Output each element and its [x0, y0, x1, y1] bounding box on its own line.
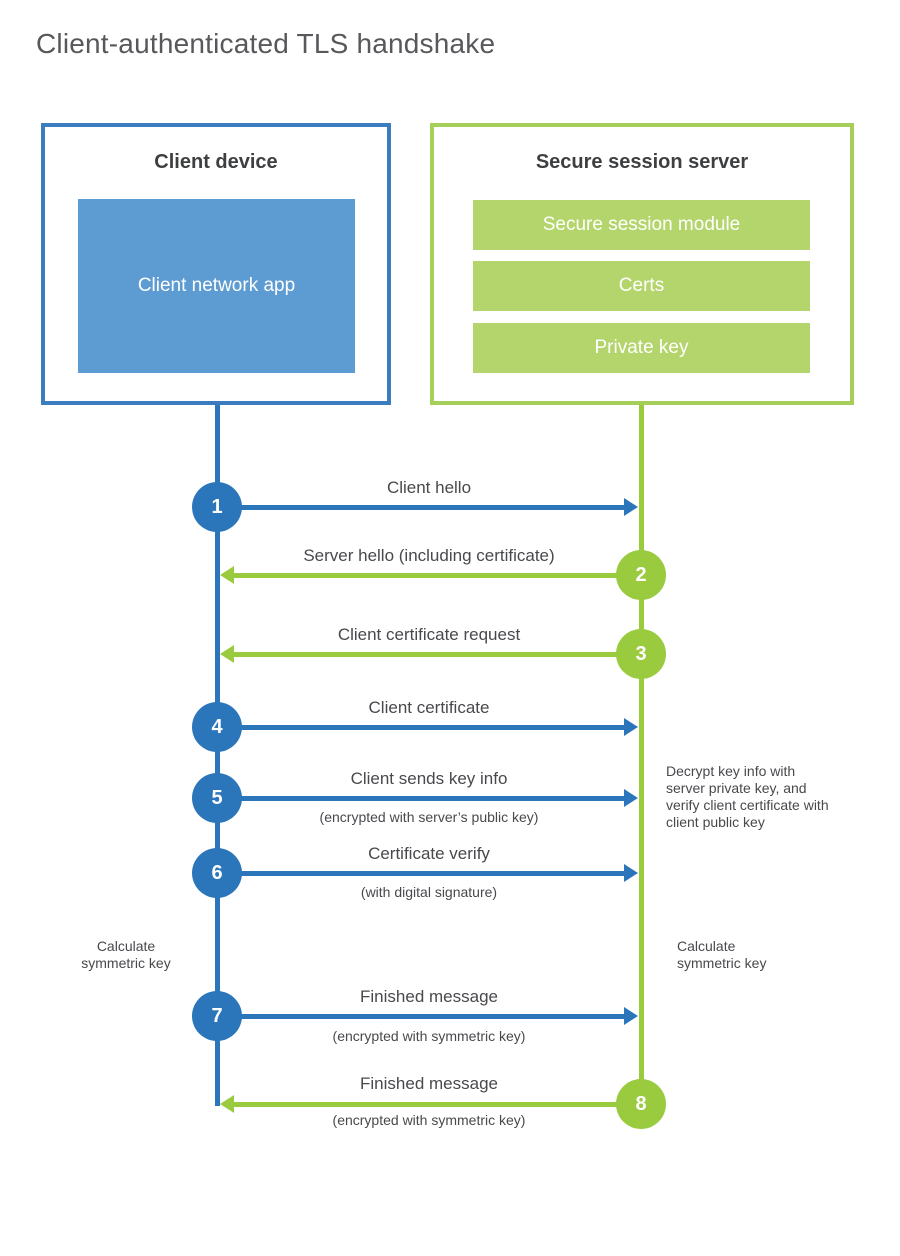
step-7-arrow	[217, 1014, 624, 1019]
client-device-title: Client device	[154, 151, 278, 173]
step-4-arrowhead-icon	[624, 718, 638, 736]
step-2-arrowhead-icon	[220, 566, 234, 584]
server-box-title: Secure session server	[535, 151, 749, 173]
step-5-arrow	[217, 796, 624, 801]
step-6-sublabel: (with digital signature)	[360, 884, 498, 900]
step-7-circle: 7	[192, 991, 242, 1041]
step-5-sublabel: (encrypted with server’s public key)	[319, 809, 539, 825]
server-lifeline	[639, 405, 644, 1104]
step-8-sublabel: (encrypted with symmetric key)	[332, 1112, 526, 1128]
step-7-arrowhead-icon	[624, 1007, 638, 1025]
step-4-arrow	[217, 725, 624, 730]
step-6-label: Certificate verify	[368, 844, 490, 863]
step-3-arrow	[234, 652, 641, 657]
step-6-arrow	[217, 871, 624, 876]
step-8-label: Finished message	[360, 1074, 498, 1093]
step-3-circle: 3	[616, 629, 666, 679]
step-6-circle: 6	[192, 848, 242, 898]
step-3-label: Client certificate request	[337, 625, 521, 644]
step-8-arrowhead-icon	[220, 1095, 234, 1113]
step-4-label: Client certificate	[368, 698, 490, 717]
server-module-secure-session: Secure session module	[473, 200, 810, 250]
step-1-arrowhead-icon	[624, 498, 638, 516]
step-2-arrow	[234, 573, 641, 578]
client-lifeline	[215, 405, 220, 1106]
note-calculate-symmetric-key-server: Calculate symmetric key	[677, 938, 767, 971]
server-module-private-key: Private key	[473, 323, 810, 373]
note-calculate-symmetric-key-client: Calculate symmetric key	[81, 938, 171, 971]
step-5-label: Client sends key info	[350, 769, 508, 788]
step-6-arrowhead-icon	[624, 864, 638, 882]
step-2-label: Server hello (including certificate)	[303, 546, 555, 565]
step-1-label: Client hello	[386, 478, 472, 497]
step-7-sublabel: (encrypted with symmetric key)	[332, 1028, 526, 1044]
step-1-arrow	[217, 505, 624, 510]
client-device-box: Client device Client network app	[41, 123, 391, 405]
step-5-circle: 5	[192, 773, 242, 823]
step-5-arrowhead-icon	[624, 789, 638, 807]
server-module-certs: Certs	[473, 261, 810, 311]
step-8-circle: 8	[616, 1079, 666, 1129]
step-2-circle: 2	[616, 550, 666, 600]
step-1-circle: 1	[192, 482, 242, 532]
page-title: Client-authenticated TLS handshake	[36, 28, 496, 59]
step-3-arrowhead-icon	[220, 645, 234, 663]
step-8-arrow	[234, 1102, 641, 1107]
step-4-circle: 4	[192, 702, 242, 752]
server-box: Secure session server Secure session mod…	[430, 123, 854, 405]
step-7-label: Finished message	[360, 987, 498, 1006]
note-decrypt-key-info: Decrypt key info with server private key…	[666, 763, 829, 830]
client-network-app-box: Client network app	[78, 199, 355, 373]
